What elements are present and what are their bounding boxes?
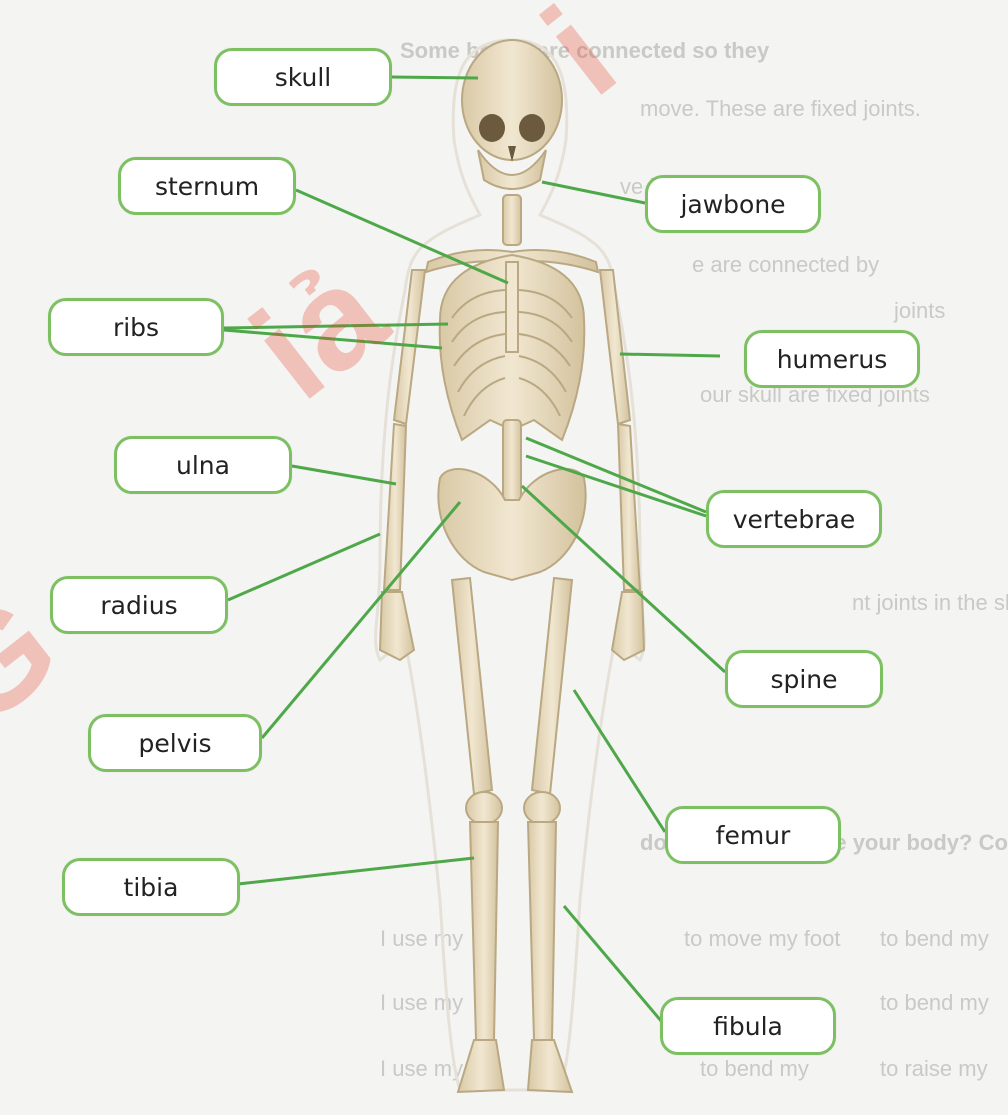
label-jawbone: jawbone <box>645 175 821 233</box>
foot-left <box>458 1040 504 1092</box>
neck-vertebrae <box>503 195 521 245</box>
knee-left <box>466 792 502 824</box>
label-femur: femur <box>665 806 841 864</box>
label-pelvis: pelvis <box>88 714 262 772</box>
label-tibia: tibia <box>62 858 240 916</box>
label-vertebrae: vertebrae <box>706 490 882 548</box>
label-ribs: ribs <box>48 298 224 356</box>
femur-right <box>532 578 572 794</box>
forearm-left <box>384 424 406 590</box>
femur-left <box>452 578 492 794</box>
lower-spine <box>503 420 521 510</box>
label-humerus: humerus <box>744 330 920 388</box>
label-skull: skull <box>214 48 392 106</box>
label-ulna: ulna <box>114 436 292 494</box>
hand-right <box>612 592 644 660</box>
knee-right <box>524 792 560 824</box>
eye-socket <box>519 114 545 142</box>
label-sternum: sternum <box>118 157 296 215</box>
eye-socket <box>479 114 505 142</box>
label-fibula: fibula <box>660 997 836 1055</box>
sternum-bone <box>506 262 518 352</box>
label-spine: spine <box>725 650 883 708</box>
lowerleg-left <box>470 822 498 1040</box>
skull-bone <box>462 40 562 160</box>
lowerleg-right <box>528 822 556 1040</box>
hand-left <box>380 592 414 660</box>
label-radius: radius <box>50 576 228 634</box>
